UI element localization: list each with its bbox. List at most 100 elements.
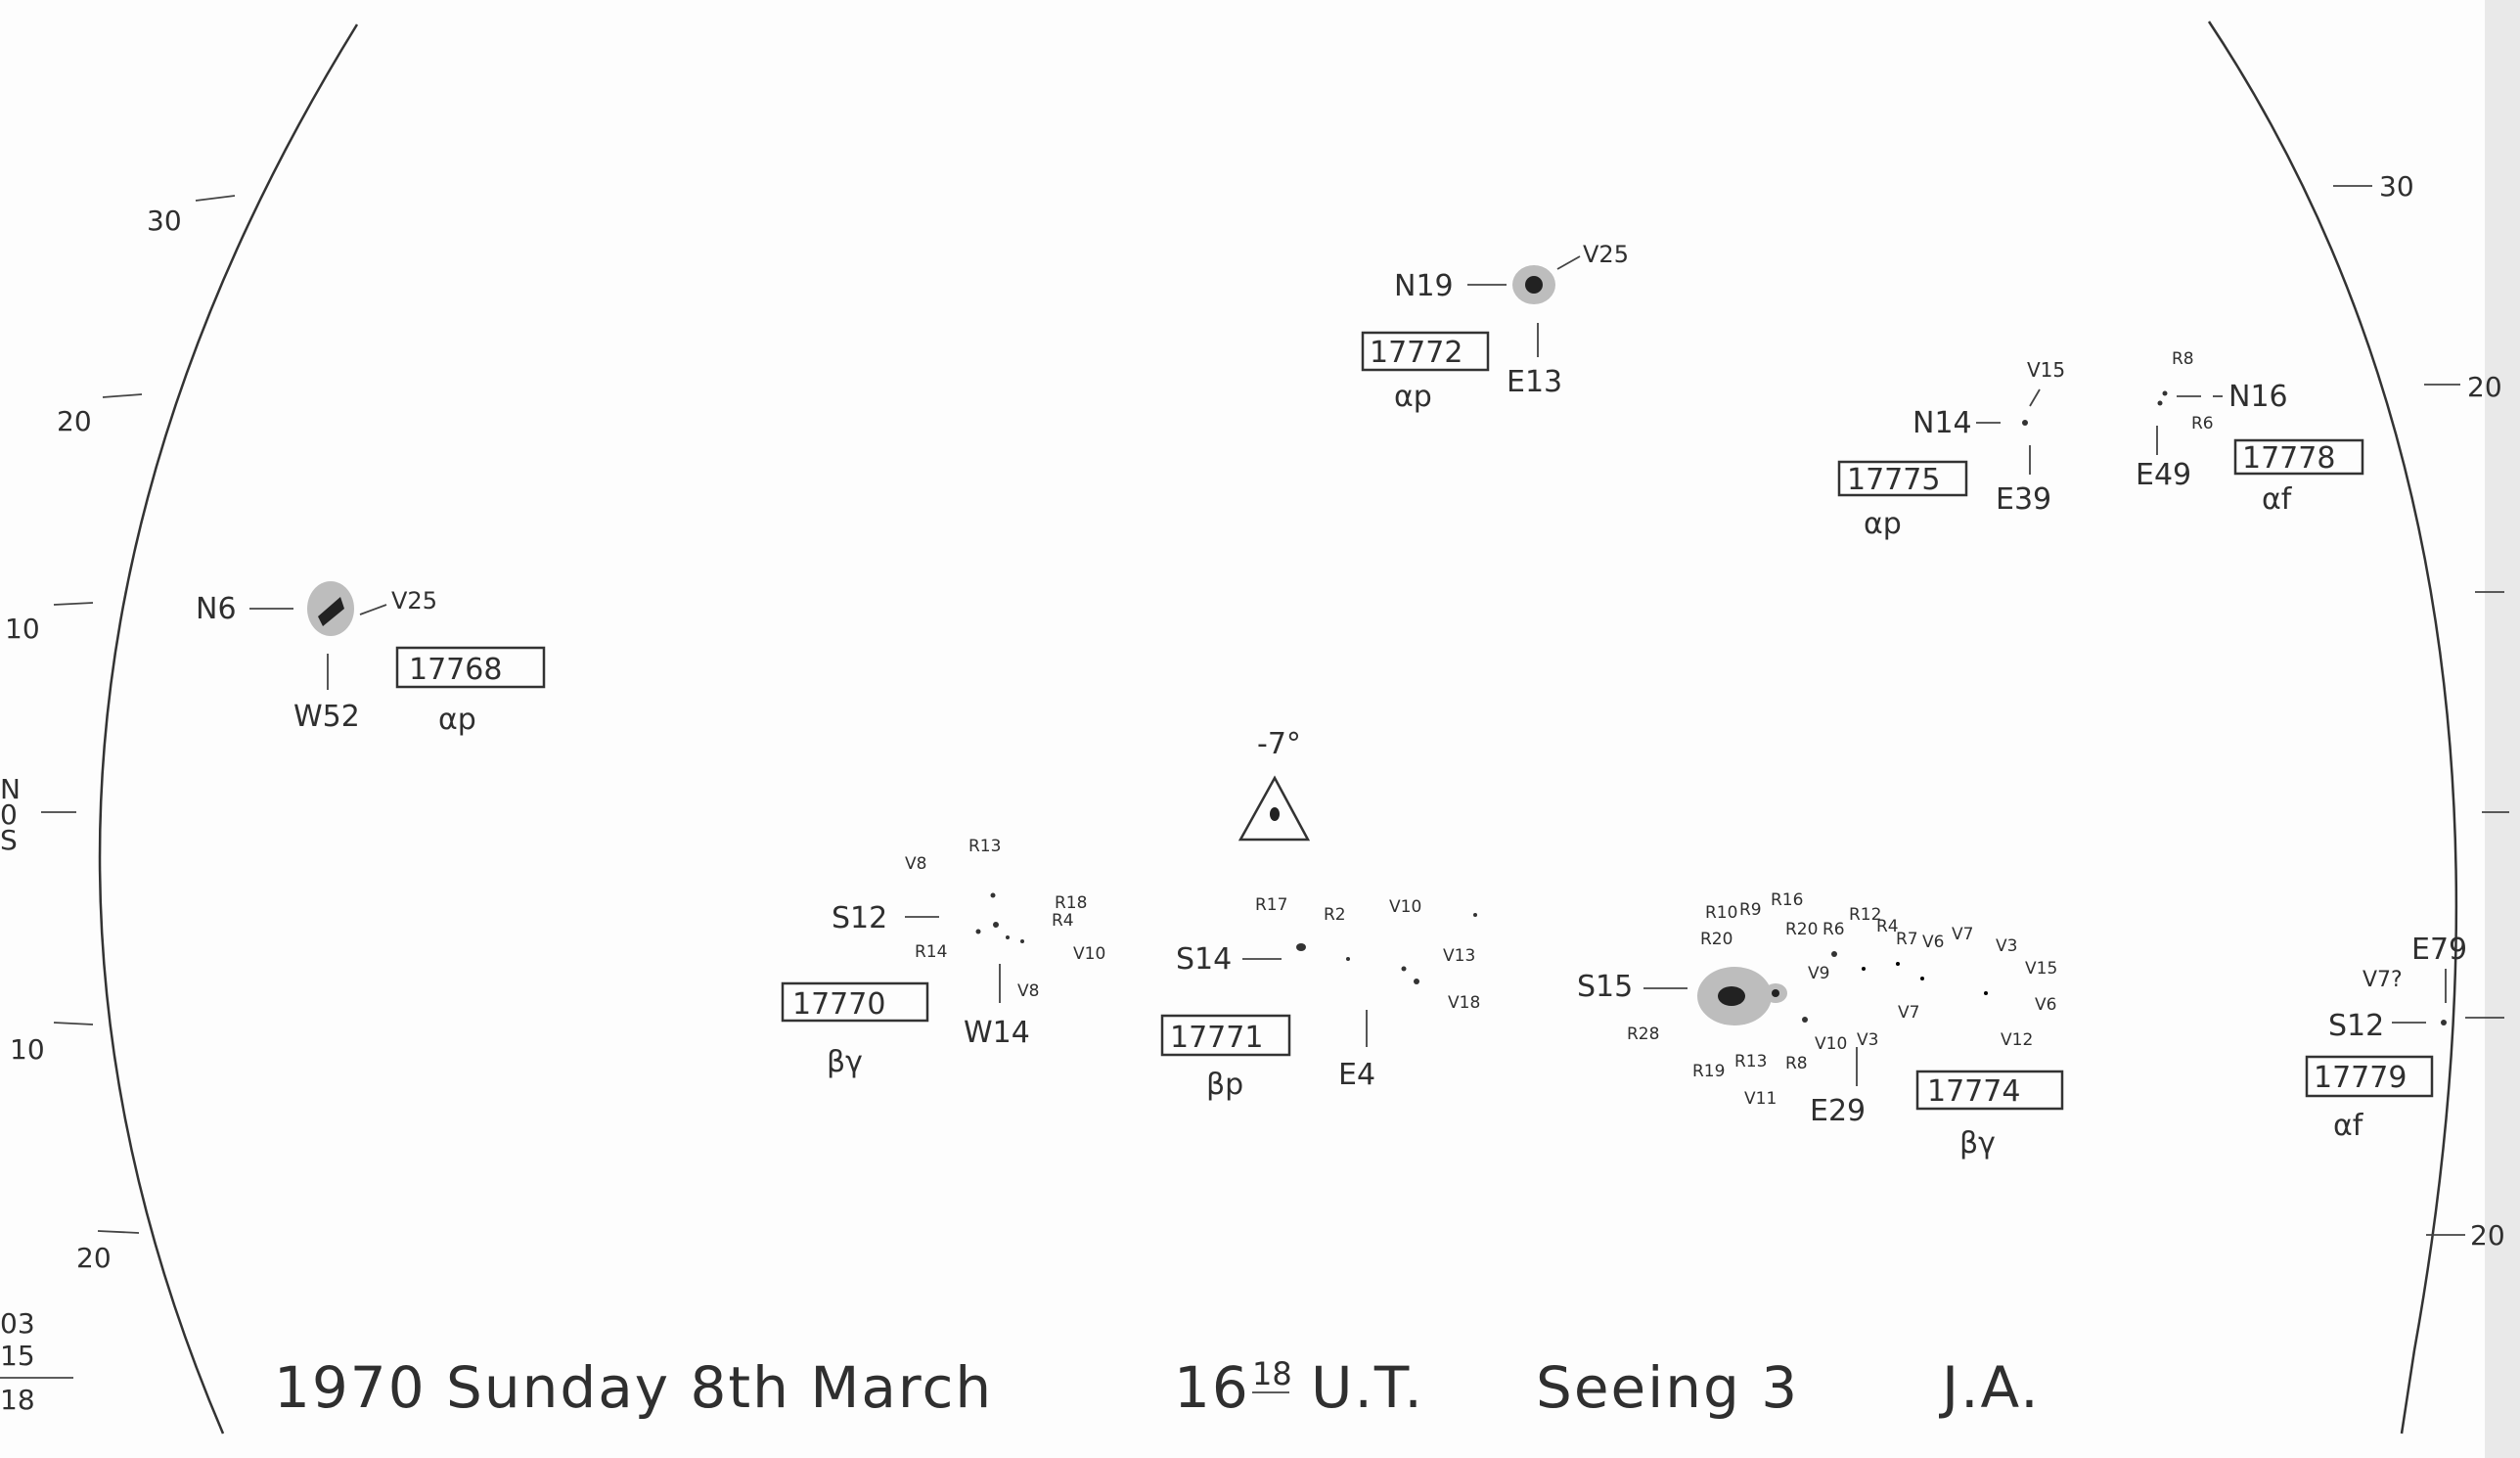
group-17774-note-19: V3 <box>1857 1030 1878 1050</box>
group-17774-note-4: R20 <box>1700 930 1732 949</box>
right-scale: 30 20 20 <box>2333 170 2509 1252</box>
sunspot-umbra <box>1718 986 1745 1006</box>
group-17779-id: 17779 <box>2314 1061 2407 1095</box>
group-17770-lon: W14 <box>964 1016 1030 1050</box>
group-17774-note-16: V7 <box>1898 1003 1919 1023</box>
right-tick-20-south: 20 <box>2470 1219 2505 1252</box>
group-17774-note-2: R9 <box>1739 900 1762 920</box>
sunspot-umbra <box>318 597 344 626</box>
group-17771-class: βp <box>1206 1068 1243 1102</box>
sunspot-dot <box>2022 420 2028 426</box>
central-marker: -7° <box>1238 727 1311 842</box>
left-limb-arc <box>98 23 359 1435</box>
right-tick-30: 30 <box>2379 170 2414 203</box>
group-17771-lon: E4 <box>1338 1058 1375 1092</box>
sunspot-umbra <box>1525 276 1543 294</box>
group-17774-id: 17774 <box>1927 1074 2020 1109</box>
sunspot-dot <box>1020 939 1024 943</box>
group-17775-box <box>1837 460 1968 497</box>
group-17779: S12 V7? E79 17779 αf <box>2305 933 2467 1143</box>
corner-number-2: 15 <box>0 1340 35 1372</box>
group-17771-note-1: R17 <box>1255 895 1287 915</box>
group-17768-id: 17768 <box>409 653 502 687</box>
group-17768: N6 V25 W52 17768 αp <box>196 581 546 737</box>
group-17771: S14 R17 R2 V10 V13 V18 E4 17771 βp <box>1160 895 1480 1102</box>
group-17772-box <box>1361 331 1490 372</box>
sunspot-umbra <box>1772 989 1779 997</box>
left-tick-20: 20 <box>57 405 92 437</box>
group-17770-class: βγ <box>827 1045 863 1079</box>
sunspot-dot <box>2162 390 2168 396</box>
group-17772-lon: E13 <box>1507 365 1562 399</box>
group-17770-note-2: R13 <box>968 837 1001 856</box>
left-tick-0: 0 <box>0 798 18 831</box>
left-tick-30: 30 <box>147 205 182 237</box>
right-limb-arc <box>2207 21 2458 1435</box>
group-17775-lon: E39 <box>1996 482 2051 517</box>
group-17771-note-5: V18 <box>1448 993 1480 1013</box>
group-17771-box <box>1160 1014 1291 1057</box>
group-17768-lat: N6 <box>196 592 237 626</box>
group-17772: N19 V25 E13 17772 αp <box>1361 241 1629 414</box>
group-17778-id: 17778 <box>2242 441 2335 476</box>
group-17774-note-21: R19 <box>1692 1062 1725 1081</box>
group-17779-class: αf <box>2333 1109 2364 1143</box>
group-17774-note-6: R6 <box>1822 920 1845 939</box>
group-17774-note-20: R28 <box>1627 1025 1659 1044</box>
group-17774-note-12: V3 <box>1996 936 2017 956</box>
group-17771-note-4: V13 <box>1443 946 1475 966</box>
corner-number-3: 18 <box>0 1384 35 1416</box>
group-17774-lat: S15 <box>1577 970 1633 1004</box>
group-17778-lon: E49 <box>2136 458 2191 492</box>
group-17774-note-24: V11 <box>1744 1089 1777 1109</box>
seeing-rating: Seeing 3 <box>1536 1354 1799 1421</box>
sunspot-dot <box>1414 979 1419 984</box>
sunspot-dot <box>975 929 981 934</box>
group-17779-lon: E79 <box>2411 933 2467 967</box>
group-17779-note: V7? <box>2362 968 2403 992</box>
right-tick-20: 20 <box>2467 371 2502 403</box>
sunspot-dot <box>2441 1020 2447 1025</box>
left-tick-n: N <box>0 773 21 805</box>
left-tick-10: 10 <box>5 613 40 645</box>
observation-date: 1970 Sunday 8th March <box>274 1354 993 1421</box>
footer: 1970 Sunday 8th March 16 18 U.T. Seeing … <box>274 1354 2041 1421</box>
group-17775-id: 17775 <box>1847 463 1940 497</box>
group-17774-note-11: V7 <box>1952 925 1973 944</box>
group-17778: R8 R6 N16 E49 17778 αf <box>2136 349 2364 517</box>
group-17772-class: αp <box>1394 380 1432 414</box>
group-17770-note-5: R14 <box>915 942 947 962</box>
group-17778-box <box>2233 438 2364 476</box>
observer-initials: J.A. <box>1939 1354 2041 1421</box>
observation-hour: 16 <box>1174 1354 1250 1421</box>
group-17770-id: 17770 <box>792 987 885 1022</box>
group-17774-note-9: R7 <box>1896 930 1918 949</box>
group-17770-note-1: V8 <box>905 854 926 874</box>
group-17768-class: αp <box>438 703 476 737</box>
group-17778-note-2: R6 <box>2191 414 2214 433</box>
group-17774-note-14: V6 <box>2035 995 2056 1015</box>
group-17770: S12 V8 R13 R18 R4 R14 V10 V8 W14 17770 β… <box>781 837 1105 1079</box>
group-17774-note-23: R8 <box>1785 1054 1808 1073</box>
group-17770-box <box>781 981 929 1023</box>
group-17771-note-2: R2 <box>1324 905 1346 925</box>
group-17774: S15 R10 R9 R16 R20 R20 R6 R12 R4 R7 V6 V… <box>1577 890 2064 1161</box>
group-17775: N14 V15 E39 17775 αp <box>1837 358 2065 541</box>
group-17771-note-3: V10 <box>1389 897 1421 917</box>
group-17771-lat: S14 <box>1176 942 1232 977</box>
sunspot-dot <box>1346 957 1350 961</box>
group-17774-note-15: V12 <box>2001 1030 2033 1050</box>
left-tick-minus10: 10 <box>10 1033 45 1066</box>
group-17774-note-13: V15 <box>2025 959 2057 979</box>
group-17770-note-3: R18 <box>1055 893 1087 913</box>
sunspot-dot <box>1296 943 1306 951</box>
triangle-icon <box>1238 775 1311 842</box>
group-17778-note-1: R8 <box>2172 349 2194 369</box>
group-17772-lat: N19 <box>1394 269 1454 303</box>
sunspot-dot <box>2157 400 2163 406</box>
group-17774-note-22: R13 <box>1734 1052 1767 1071</box>
corner-numbers: 03 15 18 <box>0 1307 73 1416</box>
corner-number-1: 03 <box>0 1307 35 1340</box>
